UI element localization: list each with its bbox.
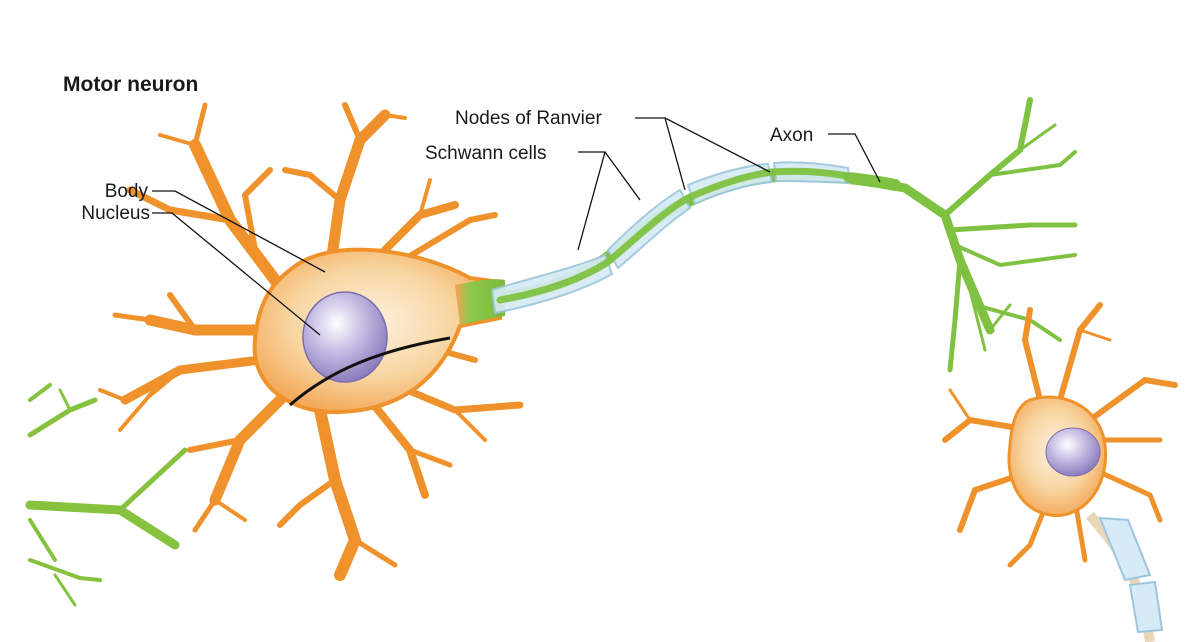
axon-leader — [828, 133, 881, 183]
body-label: Body — [105, 181, 149, 202]
schwann-leader — [577, 151, 641, 251]
second-neuron-nucleus — [1045, 427, 1101, 477]
diagram-title: Motor neuron — [63, 73, 198, 96]
axon-label: Axon — [770, 125, 813, 146]
second-neuron-axon — [1086, 511, 1164, 642]
leader-lines — [152, 117, 881, 407]
axon-terminals — [843, 97, 1078, 373]
nodes-leader — [635, 117, 771, 191]
left-axon-terminals — [25, 383, 188, 607]
nucleus-leader — [152, 212, 321, 336]
inner-divider — [289, 336, 451, 407]
nodes-of-ranvier-label: Nodes of Ranvier — [455, 108, 602, 129]
body-leader — [152, 190, 326, 273]
second-neuron-dendrites — [942, 302, 1178, 568]
main-neuron-dendrites — [98, 102, 524, 581]
schwann-cells-label: Schwann cells — [425, 143, 546, 164]
nucleus-label: Nucleus — [81, 203, 150, 224]
